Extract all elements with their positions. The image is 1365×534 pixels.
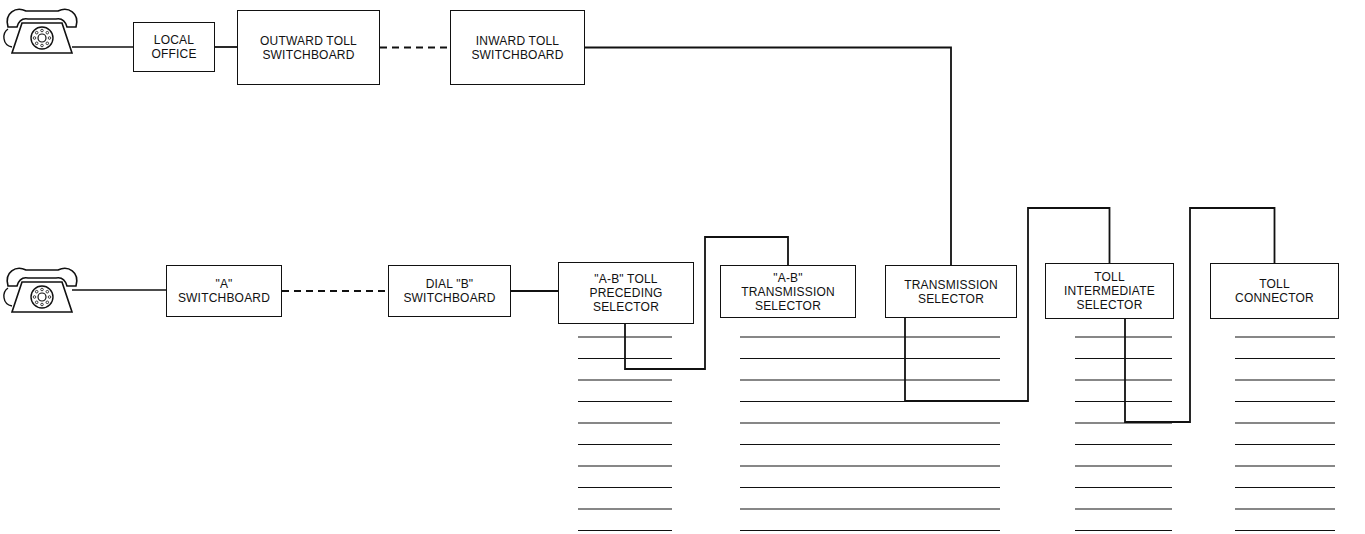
bank-contact	[740, 465, 1000, 466]
bank-contact	[1235, 422, 1335, 423]
bank-contact	[1235, 530, 1335, 531]
trunk-line	[215, 46, 237, 48]
bank-contact	[1235, 379, 1335, 380]
trunk-line	[511, 290, 558, 292]
switch-box: TOLL CONNECTOR	[1210, 263, 1339, 319]
bank-contact	[740, 487, 1000, 488]
bank-contact	[1075, 508, 1172, 509]
bank-contact	[1075, 336, 1172, 337]
dial-hole	[48, 37, 51, 40]
box-label: DIAL "B" SWITCHBOARD	[401, 277, 498, 305]
switch-box: LOCAL OFFICE	[133, 22, 215, 72]
box-label: TRANSMISSION SELECTOR	[902, 278, 1000, 306]
subscriber-line	[72, 46, 133, 48]
dial-hole	[33, 296, 36, 299]
switch-box: TOLL INTERMEDIATE SELECTOR	[1045, 263, 1174, 319]
box-label: OUTWARD TOLL SWITCHBOARD	[260, 34, 357, 62]
dial-hole	[41, 303, 44, 306]
box-label: INWARD TOLL SWITCHBOARD	[469, 34, 566, 62]
bank-contact	[578, 379, 672, 380]
bank-contact	[1075, 358, 1172, 359]
dial-hole	[46, 290, 49, 293]
bank-contact	[1235, 444, 1335, 445]
switch-box: INWARD TOLL SWITCHBOARD	[450, 10, 585, 85]
telephone	[4, 268, 77, 312]
bank-contact	[740, 530, 1000, 531]
switch-box: "A-B" TOLL PRECEDING SELECTOR	[558, 262, 694, 324]
switch-box: "A-B" TRANSMISSION SELECTOR	[720, 265, 856, 318]
telephone	[4, 9, 77, 53]
bank-contact	[740, 336, 1000, 337]
bank-contact	[740, 379, 1000, 380]
bank-contact	[1075, 444, 1172, 445]
dial-hole	[46, 42, 49, 45]
switch-box: "A" SWITCHBOARD	[166, 265, 282, 317]
bank-contact	[1235, 336, 1335, 337]
trunk-line	[282, 290, 388, 292]
bank-contact	[1075, 465, 1172, 466]
terminal-bank	[578, 337, 1335, 531]
dial-hole	[41, 288, 44, 291]
box-label: "A-B" TOLL PRECEDING SELECTOR	[573, 272, 679, 314]
bank-contact	[578, 401, 672, 402]
dial-hole	[41, 44, 44, 47]
bank-contact	[1075, 379, 1172, 380]
dial-hole	[48, 296, 51, 299]
bank-contact	[578, 444, 672, 445]
bank-contact	[578, 465, 672, 466]
dial-hole	[41, 29, 44, 32]
trunk-line	[585, 48, 951, 266]
bank-contact	[1075, 401, 1172, 402]
dial-hole	[35, 31, 38, 34]
box-label: "A-B" TRANSMISSION SELECTOR	[731, 271, 845, 313]
subscriber-line	[72, 289, 166, 291]
box-label: LOCAL OFFICE	[140, 33, 208, 61]
bank-contact	[1235, 465, 1335, 466]
bank-contact	[740, 422, 1000, 423]
bank-contact	[1235, 401, 1335, 402]
trunk-line	[380, 47, 450, 49]
dial-hole	[46, 301, 49, 304]
box-label: "A" SWITCHBOARD	[175, 277, 273, 305]
box-label: TOLL CONNECTOR	[1233, 277, 1316, 305]
bank-contact	[740, 358, 1000, 359]
switch-box: OUTWARD TOLL SWITCHBOARD	[237, 10, 380, 85]
bank-contact	[1235, 508, 1335, 509]
bank-contact	[1235, 358, 1335, 359]
bank-contact	[1235, 487, 1335, 488]
box-label: TOLL INTERMEDIATE SELECTOR	[1058, 270, 1161, 312]
bank-contact	[1075, 530, 1172, 531]
bank-contact	[578, 487, 672, 488]
switch-box: TRANSMISSION SELECTOR	[885, 265, 1017, 318]
bank-contact	[578, 422, 672, 423]
dial-hole	[33, 37, 36, 40]
bank-contact	[578, 530, 672, 531]
bank-contact	[740, 508, 1000, 509]
dial-hole	[35, 42, 38, 45]
bank-contact	[1075, 487, 1172, 488]
dial-hole	[35, 290, 38, 293]
switch-box: DIAL "B" SWITCHBOARD	[388, 265, 511, 317]
dial-hole	[46, 31, 49, 34]
bank-contact	[578, 508, 672, 509]
dial-hole	[35, 301, 38, 304]
bank-contact	[740, 444, 1000, 445]
